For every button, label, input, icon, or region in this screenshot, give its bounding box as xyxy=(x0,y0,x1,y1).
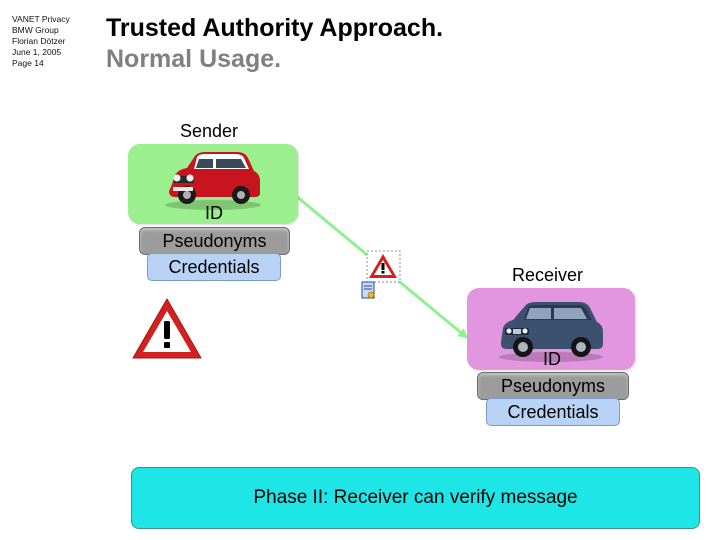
sender-credentials: Credentials xyxy=(147,253,281,281)
receiver-card xyxy=(467,288,635,370)
meta-page: Page 14 xyxy=(12,58,44,68)
small-warning-sign-icon xyxy=(366,250,401,283)
sender-pseudonyms: Pseudonyms xyxy=(139,227,290,255)
large-warning-sign-icon xyxy=(132,298,202,359)
sender-id: ID xyxy=(205,203,223,223)
meta-author: Florian Dötzer xyxy=(12,36,66,46)
certificate-icon xyxy=(361,281,375,299)
sender-card xyxy=(128,144,298,224)
phase-text: Phase II: Receiver can verify message xyxy=(253,487,578,508)
meta-date: June 1, 2005 xyxy=(12,47,62,57)
sender-label: Sender xyxy=(180,121,239,141)
receiver-id: ID xyxy=(543,349,561,369)
meta-company: BMW Group xyxy=(12,25,59,35)
red-mini-car-icon xyxy=(165,152,261,210)
receiver-credentials: Credentials xyxy=(486,398,620,426)
slide-subtitle: Normal Usage. xyxy=(106,45,282,73)
slide-meta: VANET Privacy BMW Group Florian Dötzer J… xyxy=(12,14,70,69)
slide-title: Trusted Authority Approach. xyxy=(106,14,444,42)
receiver-label: Receiver xyxy=(512,265,584,285)
phase-banner: Phase II: Receiver can verify message xyxy=(131,467,700,529)
blue-suv-icon xyxy=(499,302,603,362)
receiver-pseudonyms: Pseudonyms xyxy=(477,372,629,400)
meta-topic: VANET Privacy xyxy=(12,14,70,24)
